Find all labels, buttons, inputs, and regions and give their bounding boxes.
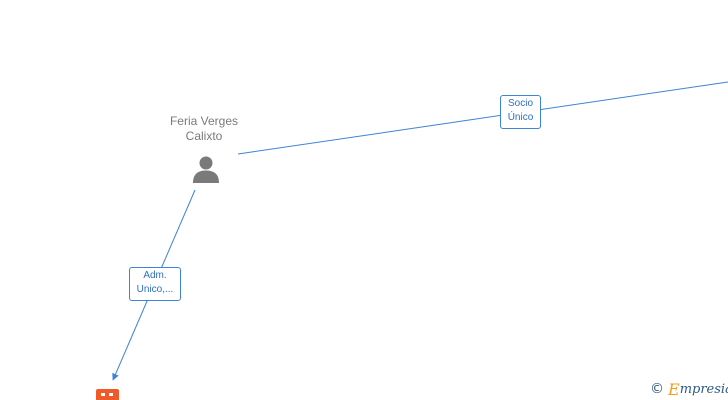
company-building-icon[interactable]	[96, 389, 119, 400]
relation-label-line2: Unico,...	[136, 284, 174, 295]
relation-label-adm[interactable]: Adm. Unico,...	[129, 267, 181, 301]
person-name-line1: Feria Verges	[169, 114, 239, 128]
person-name[interactable]: Feria Verges Calixto	[150, 114, 258, 144]
relation-label-socio[interactable]: Socio Único	[500, 95, 541, 129]
person-name-line2: Calixto	[185, 129, 223, 143]
brand-name: mpresia	[679, 381, 728, 397]
relation-label-line1: Adm.	[143, 270, 167, 281]
building-window	[101, 393, 105, 396]
link-socio-unico	[237, 81, 728, 155]
empresia-watermark: © E mpresia	[650, 379, 728, 399]
copyright-icon: ©	[650, 381, 664, 397]
brand-initial: E	[668, 379, 680, 399]
relation-label-line2: Único	[507, 112, 534, 123]
building-window	[109, 393, 113, 396]
relation-label-line1: Socio	[507, 98, 533, 109]
person-icon[interactable]	[191, 154, 221, 184]
